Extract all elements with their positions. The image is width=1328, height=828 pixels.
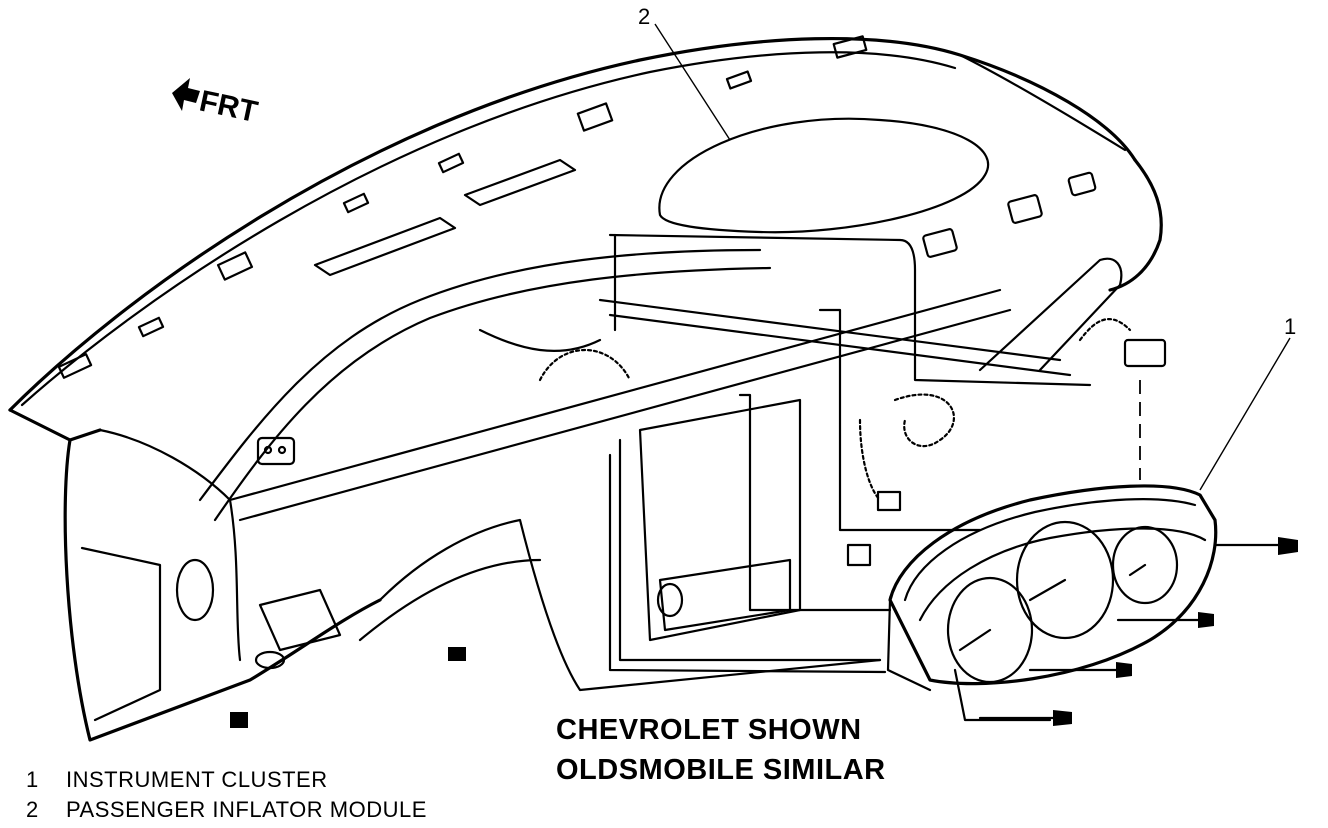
instrument-panel-pad	[8, 35, 1163, 442]
cluster-screw	[1028, 662, 1132, 678]
legend-number: 2	[26, 797, 39, 822]
tachometer-gauge	[946, 576, 1034, 684]
instrument-cluster	[886, 380, 1298, 726]
cluster-screw	[1213, 537, 1298, 555]
wiring-and-brackets	[228, 171, 1167, 722]
speedometer-gauge	[1015, 520, 1115, 640]
diagram-caption: CHEVROLET SHOWN OLDSMOBILE SIMILAR	[556, 710, 886, 790]
cluster-screw	[1116, 612, 1214, 628]
instrument-panel-lower	[63, 248, 882, 742]
cluster-screw	[978, 710, 1072, 726]
front-direction-indicator: FRT	[172, 78, 260, 129]
callout-2: 2	[638, 4, 731, 141]
callout-1-label: 1	[1284, 314, 1296, 339]
legend-item: 2 PASSENGER INFLATOR MODULE	[26, 795, 427, 825]
legend-item: 1 INSTRUMENT CLUSTER	[26, 765, 427, 795]
legend-text: PASSENGER INFLATOR MODULE	[66, 797, 427, 822]
fuel-gauge	[1111, 525, 1179, 605]
caption-line: CHEVROLET SHOWN	[556, 714, 862, 746]
caption-line: OLDSMOBILE SIMILAR	[556, 754, 886, 786]
callout-2-label: 2	[638, 4, 650, 29]
parts-legend: 1 INSTRUMENT CLUSTER 2 PASSENGER INFLATOR …	[26, 765, 427, 825]
front-arrow-icon	[172, 78, 200, 111]
front-label: FRT	[197, 85, 261, 129]
legend-text: INSTRUMENT CLUSTER	[66, 767, 328, 792]
callout-1: 1	[1199, 314, 1296, 491]
legend-number: 1	[26, 767, 39, 792]
